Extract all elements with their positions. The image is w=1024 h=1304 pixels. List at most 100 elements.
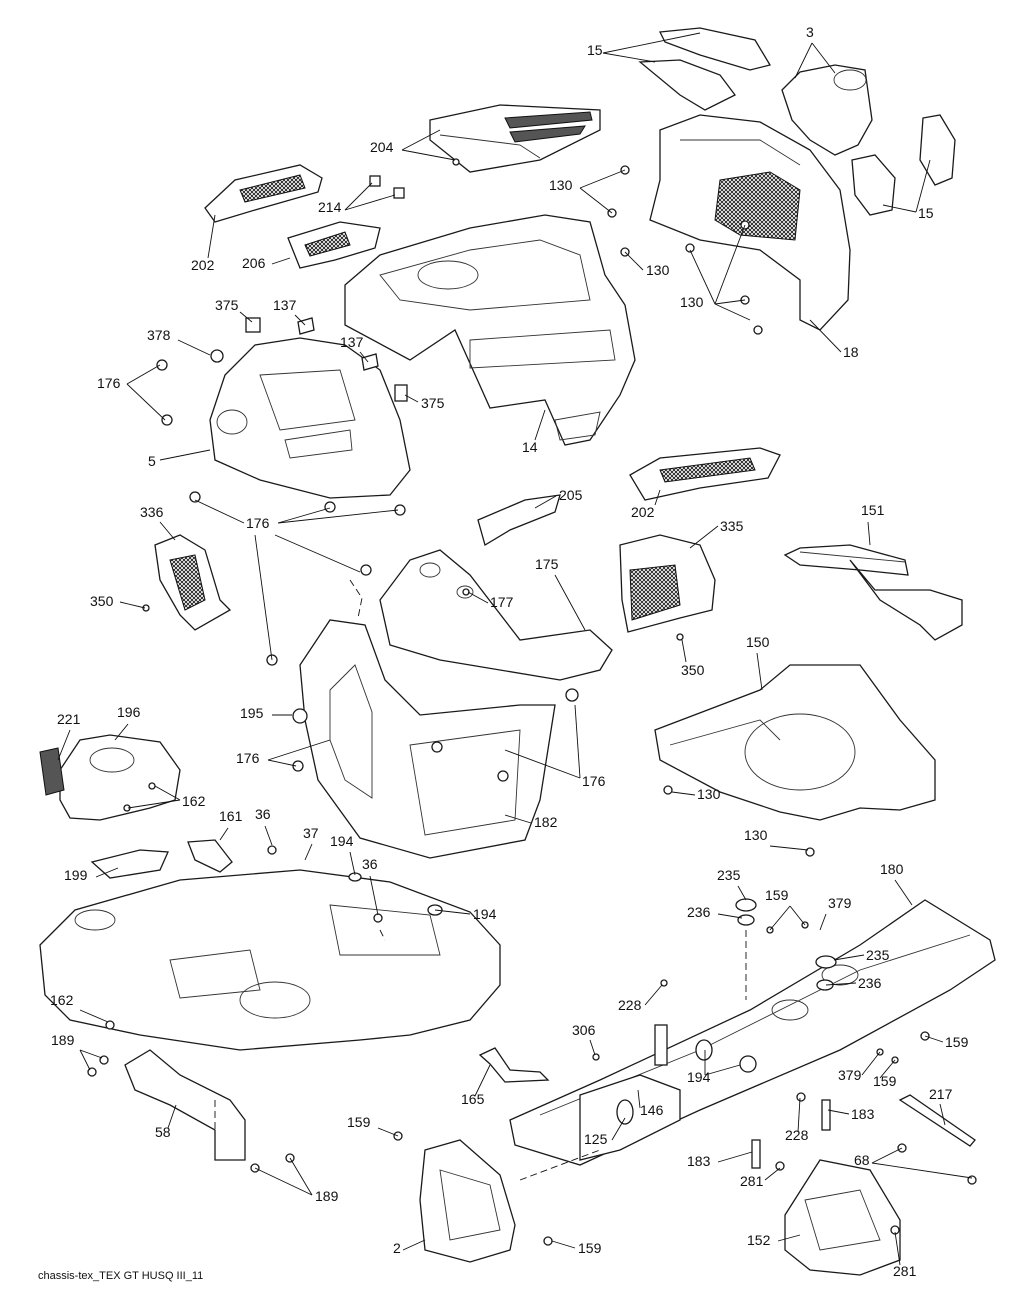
floor-pan-150-part: [654, 664, 936, 821]
leader-line: [57, 729, 71, 761]
leader-line: [79, 1009, 109, 1023]
leader-line: [811, 42, 836, 74]
leader-line: [434, 909, 471, 915]
part-label-379: 379: [838, 1067, 862, 1083]
leader-line: [274, 534, 361, 573]
leader-line: [689, 249, 716, 305]
part-label-130: 130: [549, 177, 573, 193]
leader-line: [304, 843, 313, 861]
side-plate-part: [579, 1024, 681, 1161]
leader-line: [119, 601, 146, 609]
part-label-378: 378: [147, 327, 171, 343]
bracket-part: [287, 221, 381, 269]
leader-line: [504, 749, 581, 779]
leader-line: [504, 814, 532, 824]
leader-line: [894, 1231, 901, 1266]
leader-lines: [57, 32, 973, 1266]
leader-line: [267, 739, 331, 761]
bracket-151-part: [783, 544, 963, 641]
headlight-lens-part: [638, 27, 956, 186]
leader-line: [714, 303, 751, 321]
part-label-161: 161: [219, 808, 243, 824]
leader-line: [794, 42, 813, 79]
leader-line: [271, 257, 291, 265]
part-label-151: 151: [861, 502, 885, 518]
part-label-5: 5: [148, 453, 156, 469]
bracket-152-part: [784, 1159, 901, 1276]
part-label-159: 159: [873, 1073, 897, 1089]
leader-line: [207, 214, 216, 259]
leader-line: [764, 1167, 781, 1181]
trim-199-part: [90, 839, 233, 879]
leader-line: [534, 409, 546, 441]
plate-175-part: [379, 549, 613, 681]
leader-line: [871, 1147, 903, 1164]
part-label-194: 194: [330, 833, 354, 849]
leader-line: [79, 1049, 103, 1059]
part-label-36: 36: [362, 856, 378, 872]
part-label-68: 68: [854, 1152, 870, 1168]
leader-line: [833, 954, 865, 961]
part-label-217: 217: [929, 1086, 953, 1102]
lamp-housing-part: [781, 64, 896, 216]
part-label-350: 350: [90, 593, 114, 609]
part-label-125: 125: [584, 1131, 608, 1147]
leader-line: [717, 913, 743, 919]
part-label-2: 2: [393, 1240, 401, 1256]
leader-line: [644, 984, 663, 1006]
part-label-306: 306: [572, 1022, 596, 1038]
part-label-15: 15: [587, 42, 603, 58]
leader-line: [611, 1117, 626, 1141]
leader-line: [894, 879, 913, 906]
part-label-336: 336: [140, 504, 164, 520]
part-label-221: 221: [57, 711, 81, 727]
leader-line: [294, 314, 306, 326]
leader-line: [769, 905, 791, 931]
bracket-2-part: [419, 1139, 516, 1263]
fender-deck-37-part: [39, 869, 501, 1051]
part-label-281: 281: [893, 1263, 917, 1279]
leader-line: [737, 885, 747, 901]
diagram-caption: chassis-tex_TEX GT HUSQ III_11: [38, 1270, 204, 1282]
part-label-335: 335: [720, 518, 744, 534]
leader-line: [267, 759, 297, 767]
leader-line: [915, 159, 931, 213]
leader-line: [95, 867, 119, 878]
dashed-guide-lines: [214, 579, 747, 1181]
leader-line: [277, 509, 399, 524]
part-label-236: 236: [687, 904, 711, 920]
leader-line: [589, 1039, 596, 1056]
part-label-206: 206: [242, 255, 266, 271]
part-label-15: 15: [918, 205, 934, 221]
leader-line: [177, 339, 211, 356]
part-label-176: 176: [236, 750, 260, 766]
clip-parts: [245, 175, 408, 402]
part-label-159: 159: [578, 1240, 602, 1256]
leader-line: [534, 495, 557, 509]
leader-line: [717, 1151, 753, 1163]
leader-line: [194, 499, 245, 524]
leader-line: [574, 704, 581, 779]
part-label-235: 235: [717, 867, 741, 883]
leader-line: [154, 785, 181, 801]
leader-line: [825, 982, 857, 986]
front-grille-part: [649, 114, 851, 331]
part-label-189: 189: [51, 1032, 75, 1048]
part-label-162: 162: [182, 793, 206, 809]
leader-line: [714, 299, 746, 305]
leader-line: [254, 1167, 313, 1196]
side-panel-335-part: [619, 534, 716, 633]
part-label-165: 165: [461, 1091, 485, 1107]
leader-line: [114, 723, 129, 741]
part-label-205: 205: [559, 487, 583, 503]
trim-205-part: [477, 494, 561, 546]
top-cover-part: [429, 104, 601, 173]
part-label-159: 159: [945, 1034, 969, 1050]
rod-217-part: [898, 1094, 976, 1147]
grille-202-part: [629, 447, 781, 501]
part-label-195: 195: [240, 705, 264, 721]
part-label-150: 150: [746, 634, 770, 650]
leader-line: [349, 851, 356, 876]
